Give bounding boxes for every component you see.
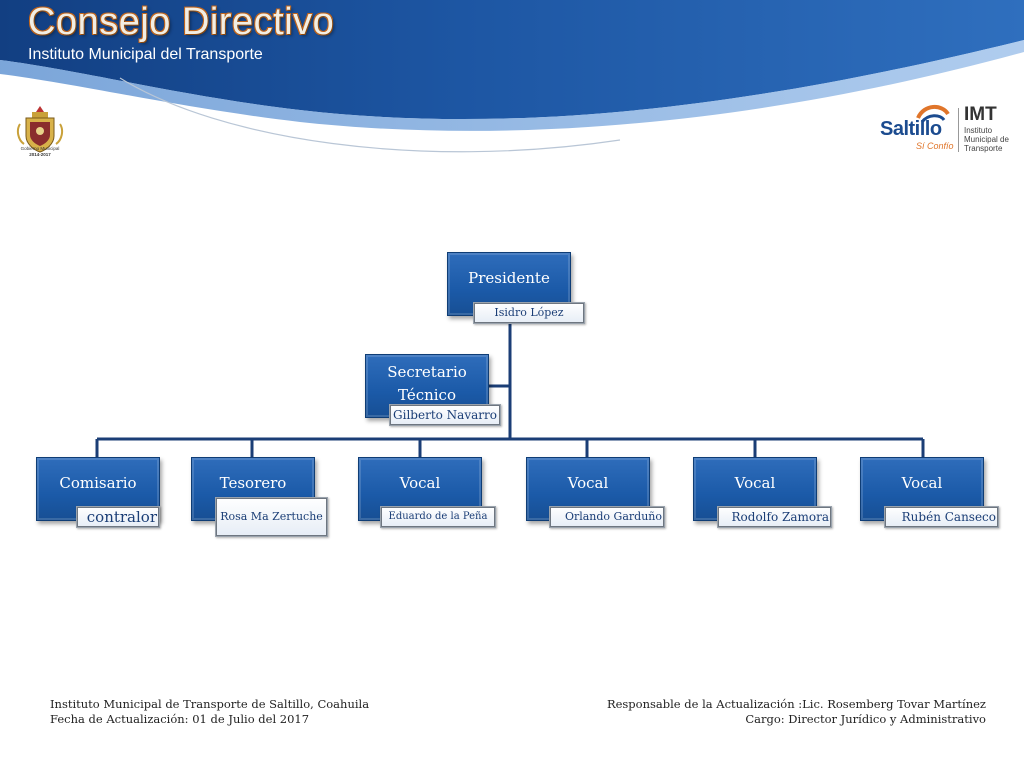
vocal-role-1: Vocal <box>399 474 441 492</box>
left-logo-caption: Gobierno Municipal 2014-2017 <box>6 146 74 158</box>
header-band <box>0 0 1024 153</box>
imt-acronym: IMT <box>964 104 997 125</box>
secretary-name-tag: Gilberto Navarro <box>389 404 501 426</box>
secretary-role-line1: Secretario <box>387 363 467 381</box>
saltillo-swirl-icon <box>916 105 950 124</box>
imt-line3: Transporte <box>964 144 1003 153</box>
vocal-name-tag-4: Rubén Canseco <box>884 506 999 528</box>
vocal-role-4: Vocal <box>901 474 943 492</box>
comisario-name-tag: contralor <box>76 506 160 528</box>
saltillo-word: Saltillo <box>880 118 942 140</box>
vocal-name-tag-3: Rodolfo Zamora <box>717 506 832 528</box>
tesorero-role: Tesorero <box>219 474 287 492</box>
footer-institute: Instituto Municipal de Transporte de Sal… <box>50 697 370 711</box>
vocal-role-3: Vocal <box>734 474 776 492</box>
coat-of-arms-icon <box>16 106 64 153</box>
page-subtitle: Instituto Municipal del Transporte <box>28 46 263 63</box>
left-logo-caption-line1: Gobierno Municipal <box>20 146 60 151</box>
footer-responsible: Responsable de la Actualización :Lic. Ro… <box>606 697 986 711</box>
left-logo-caption-line2: 2014-2017 <box>29 152 51 157</box>
vocal-role-2: Vocal <box>567 474 609 492</box>
imt-line2: Municipal de <box>964 135 1009 144</box>
president-name-tag: Isidro López <box>473 302 585 324</box>
footer-right: Responsable de la Actualización :Lic. Ro… <box>607 697 986 727</box>
footer-left: Instituto Municipal de Transporte de Sal… <box>50 697 369 727</box>
vocal-name-tag-2: Orlando Garduño <box>549 506 665 528</box>
footer-update-date: Fecha de Actualización: 01 de Julio del … <box>50 712 310 726</box>
imt-line1: Instituto <box>964 126 993 135</box>
secretary-role-line2: Técnico <box>397 386 456 404</box>
footer-position: Cargo: Director Jurídico y Administrativ… <box>745 712 986 726</box>
vocal-name-tag-1: Eduardo de la Peña <box>380 506 496 528</box>
logo-divider <box>958 108 959 152</box>
si-confio-word: Sí Confío <box>916 141 954 151</box>
imt-saltillo-logo: Saltillo Sí Confío IMT Instituto Municip… <box>878 104 1018 156</box>
president-role: Presidente <box>468 269 550 287</box>
tesorero-name-tag: Rosa Ma Zertuche <box>215 497 328 537</box>
page-title: Consejo Directivo <box>28 1 335 43</box>
comisario-role: Comisario <box>59 474 137 492</box>
